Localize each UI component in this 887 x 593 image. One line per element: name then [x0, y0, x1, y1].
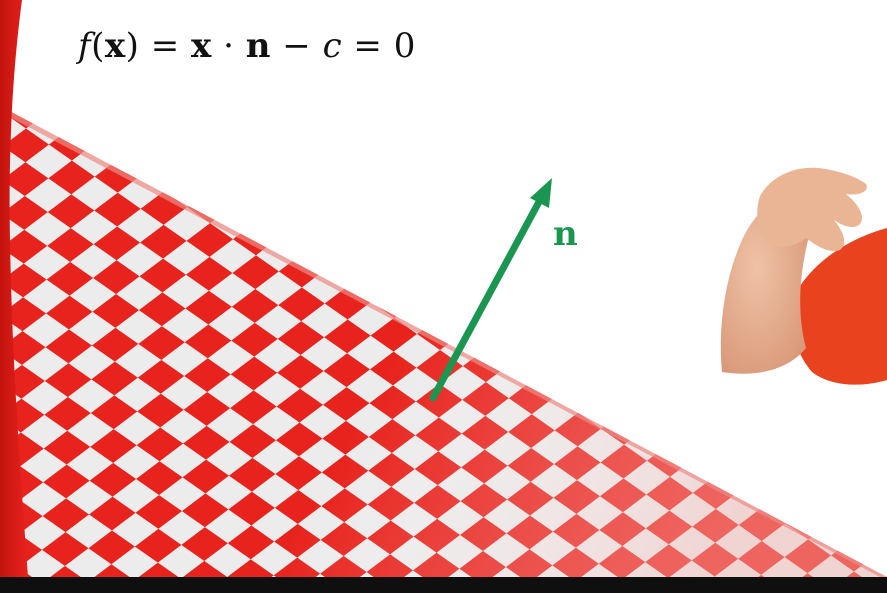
- plane-far-edge: [0, 106, 887, 577]
- minus-sign: −: [270, 26, 323, 66]
- function-symbol: f: [78, 26, 92, 66]
- scene-graphics: [0, 0, 887, 577]
- zero: 0: [393, 26, 416, 66]
- x-vector-arg: x: [104, 26, 126, 66]
- bottom-bar: [0, 577, 887, 593]
- n-vector: n: [245, 26, 271, 66]
- close-paren: ): [125, 26, 140, 66]
- normal-vector-label: n: [553, 214, 578, 254]
- presenter-arm: [720, 167, 887, 385]
- constant-c: c: [322, 26, 343, 66]
- equals-sign-2: =: [342, 26, 394, 66]
- open-paren: (: [91, 26, 105, 66]
- equals-sign-1: =: [139, 26, 192, 66]
- left-red-border: [0, 0, 28, 577]
- scene: [0, 0, 887, 577]
- presenter-hand: [757, 167, 867, 252]
- normal-vector-arrow: [429, 178, 552, 402]
- dot-operator: ·: [211, 26, 246, 66]
- presenter-shirt: [791, 228, 887, 385]
- x-vector: x: [191, 26, 212, 66]
- plane-equation: f(x) = x · n − c = 0: [78, 26, 416, 66]
